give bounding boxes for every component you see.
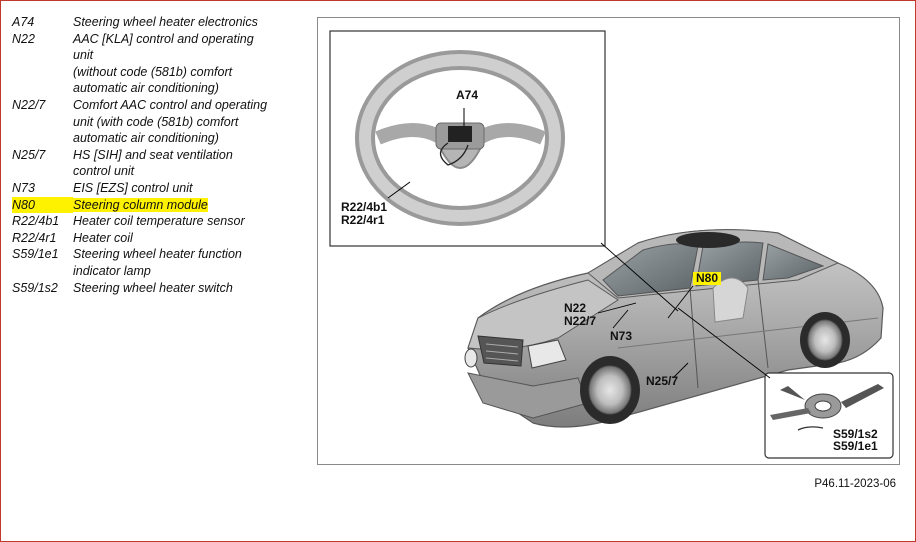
legend-description-line: HS [SIH] and seat ventilation [73, 147, 233, 162]
legend-description-line: Steering wheel heater electronics [73, 15, 258, 29]
legend-description: Heater coil temperature sensor [73, 213, 302, 230]
legend-description: AAC [KLA] control and operating unit(with… [73, 31, 302, 97]
legend-description: Steering wheel heater switch [73, 280, 302, 297]
callout-n22-7: N22/7 [564, 314, 597, 328]
legend-description-line: control unit [73, 164, 135, 179]
legend-item: R22/4r1 Heater coil [12, 230, 302, 247]
legend-description: Steering column module [73, 197, 302, 214]
legend-description-line: indicator lamp [73, 263, 151, 278]
legend-description: Heater coil [73, 230, 302, 247]
front-wheel [580, 356, 640, 424]
callout-n80: N80 [693, 272, 722, 285]
legend-description-line: automatic air conditioning) [73, 131, 219, 146]
callout-n22: N22 [564, 301, 587, 315]
legend-code: N22/7 [12, 97, 46, 112]
legend-description-line: Steering wheel heater function [73, 247, 242, 262]
legend-code: N73 [12, 180, 35, 195]
legend-description-line: (without code (581b) comfort [73, 64, 233, 79]
legend-code: N25/7 [12, 147, 46, 162]
legend-code: S59/1s2 [12, 280, 58, 295]
legend-item: N25/7 HS [SIH] and seat ventilation contro… [12, 147, 302, 180]
callout-s59-1s2: S59/1s2 [833, 427, 878, 441]
legend-code: R22/4b1 [12, 214, 60, 229]
legend-item: N22 AAC [KLA] control and operating unit(w… [12, 31, 302, 97]
callout-r22-4r1: R22/4r1 [341, 213, 385, 227]
callout-s59-1e1: S59/1e1 [833, 439, 878, 453]
legend-code: A74 [12, 15, 35, 29]
leader-lines [597, 242, 771, 379]
callout-a74: A74 [456, 88, 479, 102]
legend-description-line: Heater coil [73, 230, 133, 245]
legend-description-line: Steering column module [73, 197, 208, 212]
callout-n73: N73 [610, 329, 633, 343]
legend-code: R22/4r1 [12, 230, 57, 245]
callout-r22-4b1: R22/4b1 [341, 200, 388, 214]
legend-description: HS [SIH] and seat ventilation control uni… [73, 147, 302, 180]
car-body [464, 229, 884, 428]
legend-code: N80 [12, 196, 73, 214]
legend-description-line: automatic air conditioning) [73, 81, 219, 96]
legend-item: N73 EIS [EZS] control unit [12, 180, 302, 197]
reference-code: P46.11-2023-06 [814, 478, 896, 490]
legend-description-line: unit (with code (581b) comfort [73, 114, 239, 129]
legend-description-line: unit [73, 48, 94, 63]
legend-description-line: EIS [EZS] control unit [73, 180, 193, 195]
legend-code: N22 [12, 31, 35, 46]
rear-wheel [800, 312, 850, 368]
legend-description: Steering wheel heater electronics [73, 14, 302, 31]
steering-wheel-inset [329, 30, 606, 247]
switch-inset [764, 372, 894, 459]
legend-description-line: AAC [KLA] control and operating [73, 31, 254, 46]
legend-description-line: Heater coil temperature sensor [73, 214, 245, 229]
car-illustration [329, 30, 894, 459]
legend-description-line: Steering wheel heater switch [73, 280, 233, 295]
callout-n25-7: N25/7 [646, 374, 679, 388]
legend-code: S59/1e1 [12, 247, 59, 262]
legend-item: R22/4b1 Heater coil temperature sensor [12, 213, 302, 230]
figure: A74 R22/4b1 R22/4r1 N80 N22 N22/7 N73 N2… [317, 17, 900, 465]
legend-description-line: Comfort AAC control and operating [73, 97, 268, 112]
legend-description: EIS [EZS] control unit [73, 180, 302, 197]
legend-description: Comfort AAC control and operating unit (w… [73, 97, 302, 147]
legend-item: A74 Steering wheel heater electronics [12, 14, 302, 31]
legend-item: N22/7 Comfort AAC control and operating un… [12, 97, 302, 147]
legend-item: S59/1s2 Steering wheel heater switch [12, 280, 302, 297]
